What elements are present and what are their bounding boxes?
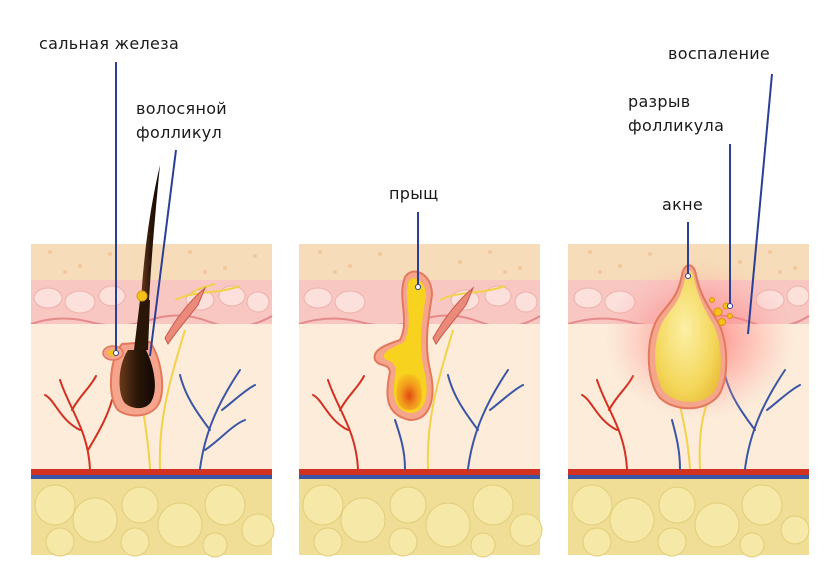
veins [179, 369, 256, 470]
label-hair-follicle-line-2: фолликул [136, 123, 223, 142]
label-sebaceous-gland: сальная железа [39, 32, 179, 56]
acne-fill [655, 270, 721, 402]
label-inflammation-text: воспаление [668, 44, 771, 63]
label-follicle-rupture: разрыв фолликула [628, 90, 724, 138]
sebum-drop [136, 290, 148, 302]
rupture-fragments [709, 297, 733, 326]
label-pimple: прыщ [389, 182, 439, 206]
label-pimple-text: прыщ [389, 184, 439, 203]
fat-cells [34, 484, 275, 558]
pointer-inflammation [747, 73, 773, 335]
pointer-hair-follicle [149, 149, 177, 357]
arrector-muscle [164, 287, 206, 345]
label-sebaceous-gland-text: сальная железа [39, 34, 180, 53]
hair-root [119, 350, 155, 409]
pus-core [396, 374, 422, 410]
label-inflammation: воспаление [668, 42, 770, 66]
epidermis-dots [48, 250, 257, 274]
arteries [44, 375, 113, 470]
label-follicle-rupture-line-2: фолликула [628, 116, 725, 135]
label-acne-text: акне [662, 195, 703, 214]
vein-band [31, 475, 272, 479]
label-hair-follicle: волосяной фолликул [136, 97, 227, 145]
panel-pimple [298, 212, 543, 558]
label-acne: акне [662, 193, 703, 217]
label-hair-follicle-line-1: волосяной [136, 99, 228, 118]
panel-normal-follicle [30, 62, 275, 558]
artery-band [31, 469, 272, 475]
label-follicle-rupture-line-1: разрыв [628, 92, 691, 111]
panel-acne [567, 73, 810, 558]
hair-shaft [141, 165, 160, 300]
